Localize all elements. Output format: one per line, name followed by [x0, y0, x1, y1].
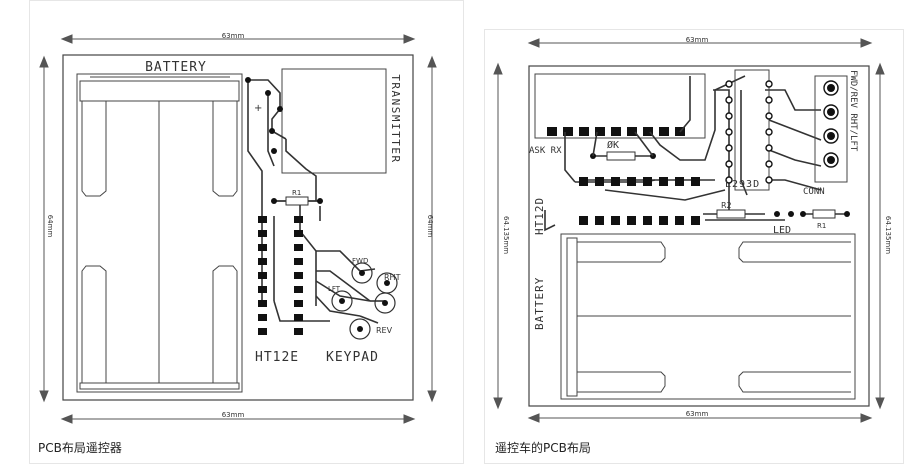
- board-outline: [528, 65, 870, 407]
- left-dimension-label: 64mm: [46, 215, 54, 238]
- led-label: LED: [773, 225, 791, 236]
- right-dimension: [875, 62, 885, 410]
- button-fwd: [351, 262, 373, 284]
- remote-pcb-diagram: 63mm 63mm 64mm 64mm: [39, 32, 437, 424]
- resistor-r2: [703, 209, 765, 219]
- button-rev: [349, 318, 371, 340]
- rht-label: RHT: [384, 273, 401, 282]
- led-component: [774, 211, 794, 217]
- battery-label: BATTERY: [533, 277, 546, 330]
- left-dimension: [493, 62, 503, 410]
- right-dimension-label: 64.135mm: [884, 216, 892, 254]
- l293d-pads: [725, 80, 773, 184]
- transmitter-module: [281, 68, 387, 174]
- battery-label: BATTERY: [145, 60, 207, 75]
- top-dimension-label: 63mm: [222, 32, 245, 40]
- left-caption: PCB布局遥控器: [38, 441, 122, 455]
- conn-label: CONN: [803, 187, 825, 197]
- ask-rx-pads: [547, 127, 685, 136]
- ask-rx-label: ASK RX: [529, 146, 562, 156]
- resistor-r1: [271, 196, 323, 206]
- bottom-dimension: [527, 413, 873, 423]
- right-dimension-label: 64mm: [426, 215, 434, 238]
- button-center: [374, 292, 396, 314]
- lft-label: LFT: [328, 285, 341, 293]
- battery-holder: [76, 73, 243, 393]
- resistor-ok: [590, 151, 656, 161]
- ht12d-label: HT12D: [533, 197, 546, 235]
- keypad-label: KEYPAD: [326, 350, 379, 365]
- fwd-rev-label: FWD/REV RHT/LFT: [848, 70, 858, 152]
- top-dimension-label: 63mm: [686, 36, 709, 44]
- resistor-r1: [800, 209, 850, 219]
- ok-label: ØK: [607, 139, 619, 151]
- top-dimension: [60, 34, 416, 44]
- l293d-label: L293D: [725, 179, 760, 190]
- motor-connector: [814, 75, 848, 183]
- car-pcb-diagram: 63mm 63mm 64.135mm 64.135mm: [493, 36, 892, 423]
- l293d-chip: [734, 69, 770, 191]
- car-pcb-card: 63mm 63mm 64.135mm 64.135mm: [484, 29, 904, 464]
- rev-label: REV: [376, 326, 393, 335]
- ht12e-pads: [258, 216, 303, 335]
- keypad-button-pads: [339, 270, 390, 332]
- remote-pcb-card: 63mm 63mm 64mm 64mm: [29, 0, 464, 464]
- right-dimension: [427, 55, 437, 403]
- pcb-traces: [544, 75, 822, 232]
- ask-rx-module: [534, 73, 706, 139]
- button-lft: [331, 290, 353, 312]
- ht12e-label: HT12E: [255, 350, 299, 365]
- transmitter-pads: [245, 77, 283, 154]
- bottom-dimension-label: 63mm: [686, 410, 709, 418]
- right-caption: 遥控车的PCB布局: [495, 441, 591, 455]
- left-dimension-label: 64.135mm: [502, 216, 510, 254]
- keypad-buttons: [331, 262, 398, 340]
- left-dimension: [39, 55, 49, 403]
- bottom-dimension: [60, 414, 416, 424]
- bottom-dimension-label: 63mm: [222, 411, 245, 419]
- board-outline: [62, 54, 414, 401]
- top-dimension: [527, 38, 873, 48]
- connector-pads: [823, 80, 839, 168]
- fwd-label: FWD: [352, 257, 368, 265]
- ht12d-pads: [579, 177, 700, 225]
- r2-label: R2: [721, 201, 732, 210]
- plus-label: +: [254, 103, 262, 114]
- r1-label: R1: [817, 222, 826, 230]
- transmitter-label: TRANSMITTER: [389, 74, 402, 163]
- battery-holder: [560, 233, 856, 400]
- r1-label: R1: [292, 189, 301, 197]
